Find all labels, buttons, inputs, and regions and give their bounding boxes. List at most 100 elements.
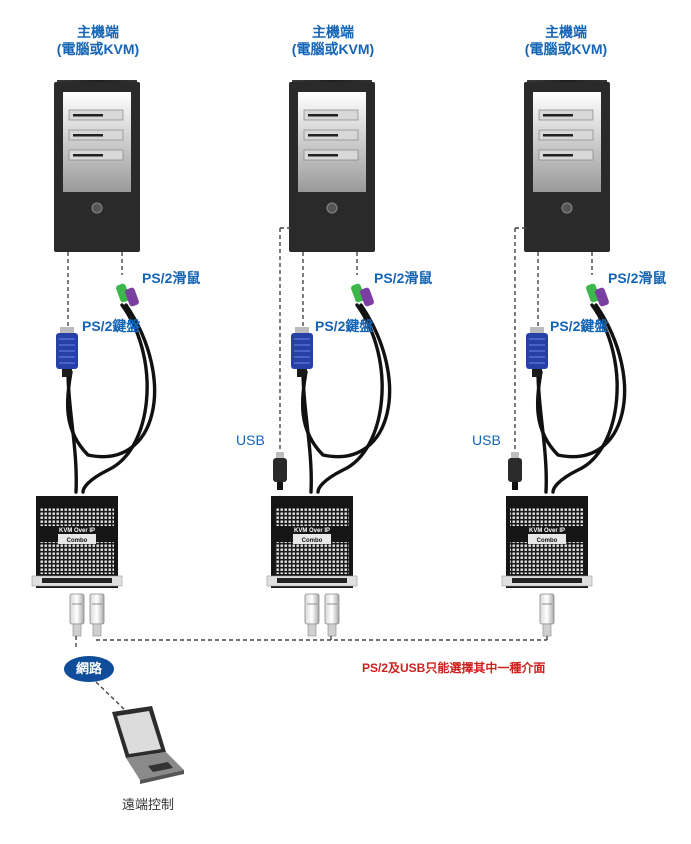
tower-front-panel-3 [533, 92, 601, 192]
usb-metal-3 [511, 452, 519, 458]
ps2-keyboard-plug-3 [595, 287, 609, 307]
ps2-mouse-plug-1 [116, 283, 130, 303]
vga-strain-relief-1 [62, 369, 72, 377]
host-computer-1 [54, 80, 140, 252]
vga-screw-2 [295, 327, 309, 335]
remote-control-label: 遠端控制 [122, 797, 175, 812]
kvm-over-ip-device-3: KVM Over IP Combo [501, 496, 593, 588]
ps2-cable-b-3 [535, 303, 627, 459]
drive-slot-1-3 [73, 154, 103, 157]
usb-plug-body-2 [273, 458, 287, 482]
power-button-1 [91, 202, 103, 214]
device-vent-bottom-3 [510, 542, 584, 574]
drive-slot-1-1 [73, 114, 103, 117]
lan-plug-3 [539, 593, 555, 637]
vga-connector-2 [291, 327, 313, 377]
device-sublabel-2: Combo [302, 538, 323, 544]
host-3-title-line2: (電腦或KVM) [524, 41, 608, 57]
kvm-over-ip-device-2: KVM Over IP Combo [266, 496, 358, 588]
host-computer-2 [289, 80, 375, 252]
usb-connector-2 [273, 452, 287, 490]
laptop-screen [117, 711, 161, 754]
tower-front-panel-2 [298, 92, 366, 192]
drive-slot-2-2 [308, 134, 338, 137]
host-3-mouse-label: PS/2滑鼠 [608, 270, 667, 286]
vga-screw-1 [60, 327, 74, 335]
host-1-mouse-label: PS/2滑鼠 [142, 270, 201, 286]
lan-plug-2 [304, 593, 320, 637]
drive-slot-2-3 [308, 154, 338, 157]
host-2-title-line1: 主機端 [312, 24, 354, 40]
usb-plug-body-3 [508, 458, 522, 482]
device-label-3: KVM Over IP [529, 528, 565, 534]
kvm-over-ip-device-1: KVM Over IP Combo [31, 496, 123, 588]
ps2-connectors-1 [116, 283, 139, 307]
device-port-strip-2 [277, 578, 347, 583]
ps2-cable-b-1 [65, 303, 157, 459]
tower-front-panel-1 [63, 92, 131, 192]
host-1-title-line1: 主機端 [77, 24, 119, 40]
lan-plug-1 [69, 593, 85, 637]
lan-plug-1b [89, 593, 105, 637]
network-to-laptop-line [95, 681, 126, 711]
host-2-mouse-label: PS/2滑鼠 [374, 270, 433, 286]
device-combo-plate-2 [293, 534, 331, 544]
power-button-3 [561, 202, 573, 214]
vga-connector-1 [56, 327, 78, 377]
ps2-cable-b-2 [300, 303, 392, 459]
device-vent-top-3 [510, 508, 584, 526]
drive-slot-2-1 [308, 114, 338, 117]
device-vent-bottom-1 [40, 542, 114, 574]
laptop-touchpad [148, 762, 173, 772]
ps2-cable-a-2 [316, 303, 384, 494]
device-sublabel-1: Combo [67, 538, 88, 544]
usb-strain-relief-3 [512, 482, 518, 490]
drive-slot-3-2 [543, 134, 573, 137]
lan-plug-2b [324, 593, 340, 637]
host-3-keyboard-label: PS/2鍵盤 [550, 318, 609, 334]
ps2-mouse-plug-3 [586, 283, 600, 303]
host-1-title-line2: (電腦或KVM) [56, 41, 140, 57]
network-badge: 網路 [64, 656, 114, 682]
drive-slot-3-1 [543, 114, 573, 117]
ps2-cable-a-3 [551, 303, 619, 494]
device-port-strip-1 [42, 578, 112, 583]
host-1-keyboard-label: PS/2鍵盤 [82, 318, 141, 334]
host-computer-3 [524, 80, 610, 252]
remote-laptop-icon [112, 706, 184, 784]
host-3-title-line1: 主機端 [545, 24, 587, 40]
device-port-strip-3 [512, 578, 582, 583]
device-sublabel-3: Combo [537, 538, 558, 544]
usb-metal-2 [276, 452, 284, 458]
power-button-2 [326, 202, 338, 214]
ps2-connectors-3 [586, 283, 609, 307]
device-label-1: KVM Over IP [59, 528, 95, 534]
device-label-2: KVM Over IP [294, 528, 330, 534]
device-combo-plate-3 [528, 534, 566, 544]
ps2-keyboard-plug-1 [125, 287, 139, 307]
device-vent-top-1 [40, 508, 114, 526]
host-2-title: 主機端 (電腦或KVM) [263, 24, 403, 58]
host-3-usb-label: USB [472, 432, 501, 448]
ps2-cable-a-1 [81, 303, 149, 494]
host-2-title-line2: (電腦或KVM) [291, 41, 375, 57]
device-combo-plate-1 [58, 534, 96, 544]
host-2-usb-label: USB [236, 432, 265, 448]
laptop-base-edge [140, 770, 184, 784]
interface-note: PS/2及USB只能選擇其中一種介面 [362, 661, 546, 675]
host-3-title: 主機端 (電腦或KVM) [496, 24, 636, 58]
vga-strain-relief-3 [532, 369, 542, 377]
ps2-connectors-2 [351, 283, 374, 307]
host-1-title: 主機端 (電腦或KVM) [28, 24, 168, 58]
host-2-keyboard-label: PS/2鍵盤 [315, 318, 374, 334]
vga-strain-relief-2 [297, 369, 307, 377]
usb-connector-3 [508, 452, 522, 490]
drive-slot-3-3 [543, 154, 573, 157]
ps2-keyboard-plug-2 [360, 287, 374, 307]
drive-slot-1-2 [73, 134, 103, 137]
device-vent-top-2 [275, 508, 349, 526]
vga-screw-3 [530, 327, 544, 335]
ps2-mouse-plug-2 [351, 283, 365, 303]
